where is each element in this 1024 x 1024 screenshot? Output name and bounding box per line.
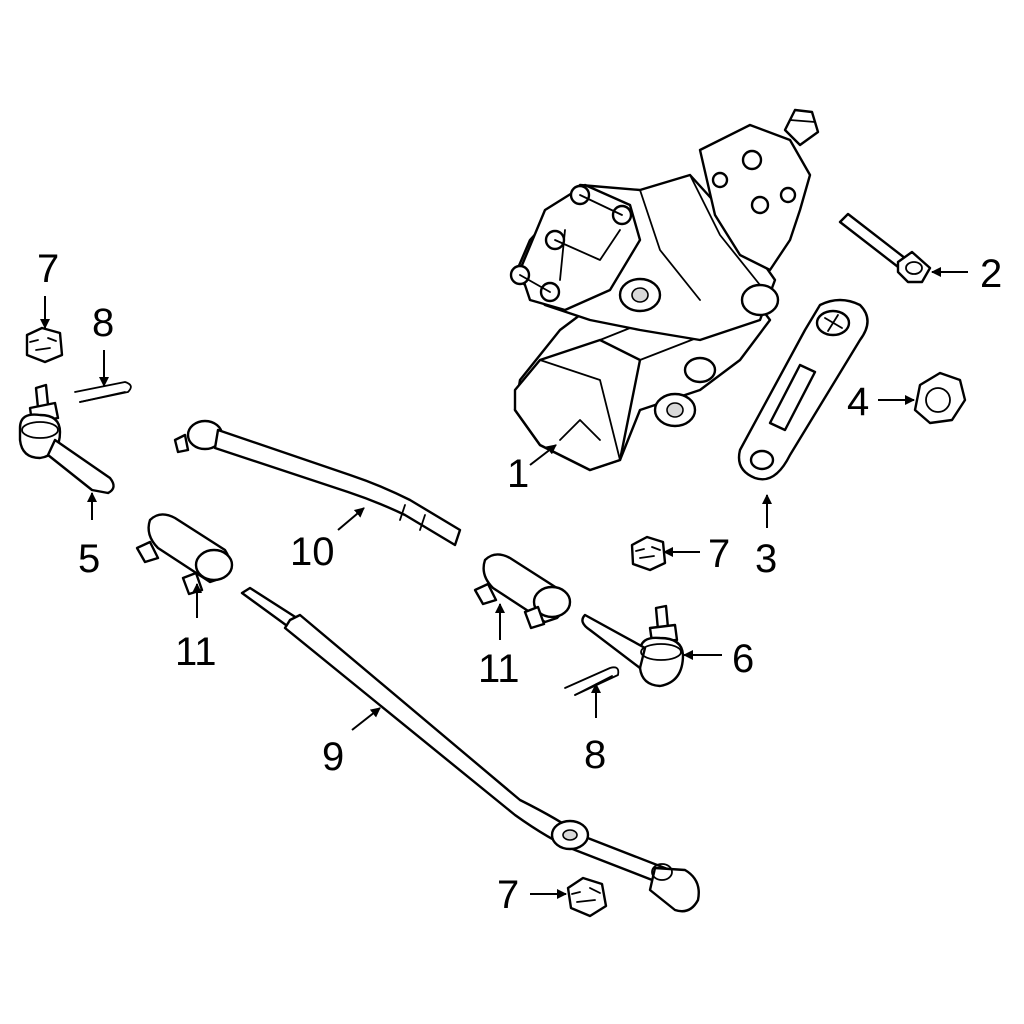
adjusting-sleeve-left — [135, 513, 234, 596]
mounting-bolt — [838, 212, 932, 284]
callout-5: 5 — [78, 537, 100, 581]
callout-6: 6 — [732, 637, 754, 681]
castle-nut-top-left — [25, 326, 64, 364]
callout-8-left: 8 — [92, 301, 114, 345]
cotter-pin-left — [74, 381, 132, 403]
callout-7-bottom: 7 — [497, 873, 519, 917]
callout-11-right: 11 — [478, 647, 520, 691]
castle-nut-middle — [630, 535, 667, 572]
callout-8-right: 8 — [584, 733, 606, 777]
adjusting-sleeve-right — [473, 553, 572, 630]
callout-4: 4 — [847, 380, 869, 424]
callout-10: 10 — [290, 530, 335, 574]
callout-labels: 1 2 3 4 5 6 7 7 7 8 8 9 10 11 11 — [37, 247, 1002, 917]
pitman-nut — [913, 371, 967, 425]
pitman-arm — [737, 298, 869, 481]
drag-link — [240, 586, 700, 913]
callout-3: 3 — [755, 537, 777, 581]
callout-7-middle: 7 — [708, 532, 730, 576]
castle-nut-bottom — [566, 876, 608, 918]
callout-11-left: 11 — [175, 630, 217, 674]
cotter-pin-right — [564, 666, 620, 696]
callout-9: 9 — [322, 735, 344, 779]
callout-1: 1 — [507, 452, 529, 496]
callout-7-top-left: 7 — [37, 247, 59, 291]
callout-2: 2 — [980, 252, 1002, 296]
tie-rod-end-left — [18, 383, 115, 495]
tie-rod-upper — [173, 419, 462, 547]
steering-gear-box — [509, 108, 820, 472]
tie-rod-end-right — [581, 604, 685, 688]
leader-lines — [40, 267, 968, 899]
